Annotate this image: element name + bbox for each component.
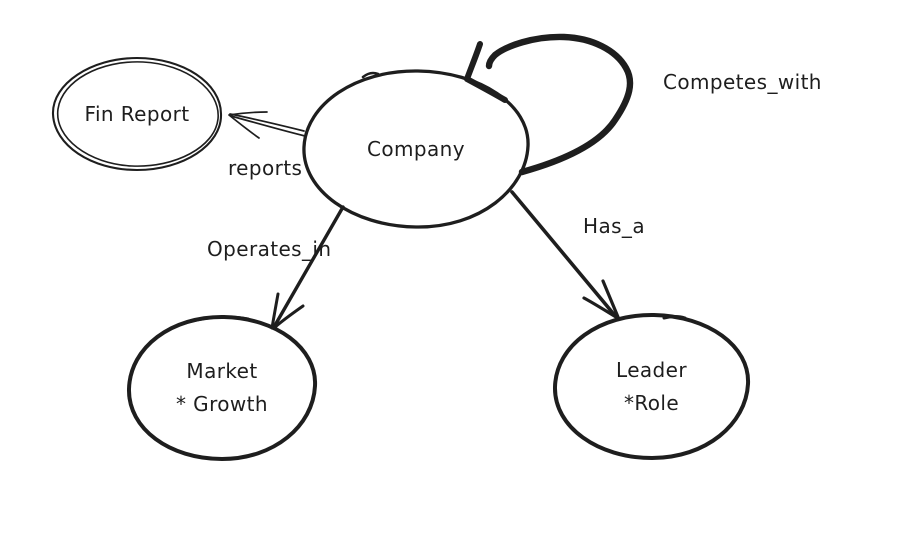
- competes-with-loop: [485, 33, 634, 176]
- company-node-label: Company: [304, 71, 528, 227]
- operates-in-shaft: [272, 205, 345, 329]
- reports-arrowhead-icon: [228, 111, 268, 139]
- leader-ellipse-icon[interactable]: [552, 312, 751, 460]
- reports-edge-label: reports: [228, 156, 303, 180]
- market-ellipse-icon[interactable]: [126, 314, 318, 461]
- has-a-edge-arrow[interactable]: [510, 190, 620, 320]
- competes-with-edge-label: Competes_with: [663, 70, 822, 94]
- has-a-shaft: [510, 190, 619, 320]
- leader-node-shape[interactable]: [552, 312, 751, 460]
- fin-report-label-text: Fin Report: [84, 101, 190, 126]
- market-node-label: Market * Growth: [129, 317, 315, 459]
- has-a-arrowhead-icon: [582, 279, 620, 319]
- fin-report-ellipse-icon[interactable]: [51, 56, 223, 172]
- has-a-edge-label: Has_a: [583, 214, 645, 238]
- market-node-shape[interactable]: [126, 314, 318, 461]
- fin-report-node-label: Fin Report: [53, 58, 221, 170]
- competes-with-self-loop-arrow[interactable]: [464, 33, 634, 176]
- fin-report-ellipse-overdraw-icon: [57, 61, 219, 167]
- leader-node-label: Leader *Role: [555, 315, 748, 458]
- leader-label-line1: Leader: [616, 357, 687, 382]
- company-label-text: Company: [367, 136, 465, 161]
- operates-in-arrowhead-icon: [270, 292, 305, 330]
- fin-report-node-shape[interactable]: [51, 56, 223, 172]
- market-label-line2: * Growth: [176, 392, 268, 416]
- reports-shaft-upper: [229, 113, 305, 132]
- market-ellipse-overdraw-icon: [180, 315, 250, 326]
- reports-edge-arrow[interactable]: [228, 111, 306, 139]
- operates-in-edge-label: Operates_in: [207, 237, 332, 261]
- leader-ellipse-overdraw-icon: [662, 315, 687, 320]
- leader-label-line2: *Role: [623, 390, 680, 415]
- company-ellipse-tick-icon: [361, 71, 380, 79]
- competes-with-arrowhead-icon: [464, 41, 508, 103]
- operates-in-edge-arrow[interactable]: [270, 205, 345, 330]
- reports-shaft-lower: [230, 115, 306, 137]
- market-label-line1: Market: [186, 359, 258, 383]
